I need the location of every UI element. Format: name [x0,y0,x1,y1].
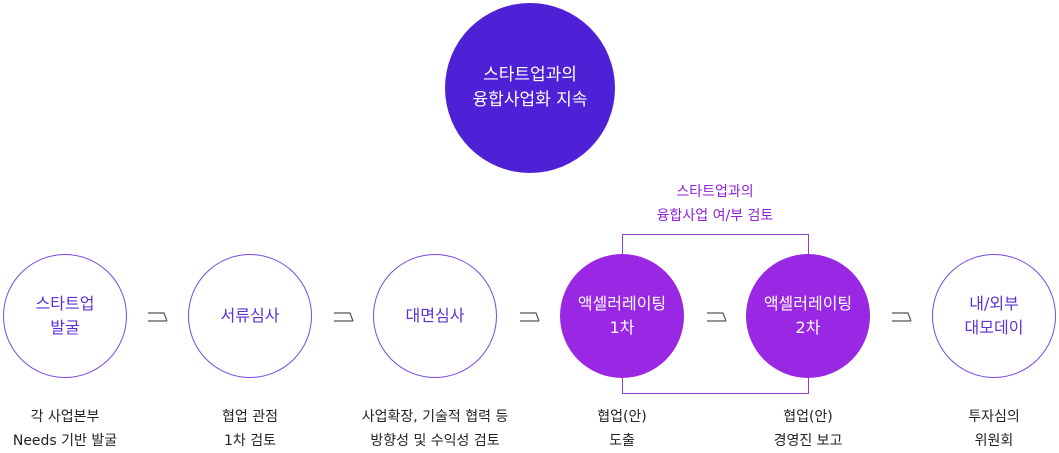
step-5-description: 협업(안) 경영진 보고 [708,405,908,453]
step-3-desc-line-1: 사업확장, 기술적 협력 등 [361,409,509,425]
arrow-right-icon [148,312,168,322]
step-1-line-2: 발굴 [50,318,80,337]
step-accelerating-2: 액셀러레이팅 2차 [746,254,870,378]
step-document-review: 서류심사 [188,254,312,378]
step-6-description: 투자심의 위원회 [894,405,1059,453]
arrow-right-icon [520,312,540,322]
step-2-desc-line-1: 협업 관점 [222,409,278,425]
step-4-desc-line-1: 협업(안) [597,409,647,425]
arrow-right-icon [334,312,354,322]
step-2-line-1: 서류심사 [220,306,280,325]
step-1-desc-line-2: Needs 기반 발굴 [12,433,118,449]
step-demo-day: 내/외부 대모데이 [932,254,1056,378]
arrow-right-icon [707,312,727,322]
step-5-desc-line-2: 경영진 보고 [773,433,843,449]
step-6-desc-line-1: 투자심의 [968,409,1020,425]
step-6-line-1: 내/외부 [969,294,1019,313]
goal-line-2: 융합사업화 지속 [472,90,588,110]
step-5-desc-line-1: 협업(안) [783,409,833,425]
step-2-description: 협업 관점 1차 검토 [150,405,350,453]
step-4-line-1: 액셀러레이팅 [577,294,667,313]
review-label-line-2: 융합사업 여/부 검토 [656,208,774,224]
step-4-description: 협업(안) 도출 [522,405,722,453]
step-6-line-2: 대모데이 [964,318,1024,337]
arrow-right-icon [892,312,912,322]
goal-circle: 스타트업과의 융합사업화 지속 [445,3,615,173]
step-6-desc-line-2: 위원회 [974,433,1014,449]
review-label-line-1: 스타트업과의 [676,184,754,200]
step-2-desc-line-2: 1차 검토 [224,433,276,449]
goal-line-1: 스타트업과의 [483,65,577,85]
step-3-desc-line-2: 방향성 및 수익성 검토 [370,433,500,449]
step-5-line-1: 액셀러레이팅 [763,294,853,313]
review-label: 스타트업과의 융합사업 여/부 검토 [600,180,830,228]
step-1-desc-line-1: 각 사업본부 [30,409,100,425]
step-3-description: 사업확장, 기술적 협력 등 방향성 및 수익성 검토 [335,405,535,453]
step-4-line-2: 1차 [609,318,635,337]
step-1-description: 각 사업본부 Needs 기반 발굴 [0,405,165,453]
step-1-line-1: 스타트업 [35,294,95,313]
step-5-line-2: 2차 [795,318,821,337]
step-3-line-1: 대면심사 [405,306,465,325]
step-startup-discovery: 스타트업 발굴 [3,254,127,378]
step-4-desc-line-2: 도출 [609,433,635,449]
step-accelerating-1: 액셀러레이팅 1차 [560,254,684,378]
step-interview-review: 대면심사 [373,254,497,378]
